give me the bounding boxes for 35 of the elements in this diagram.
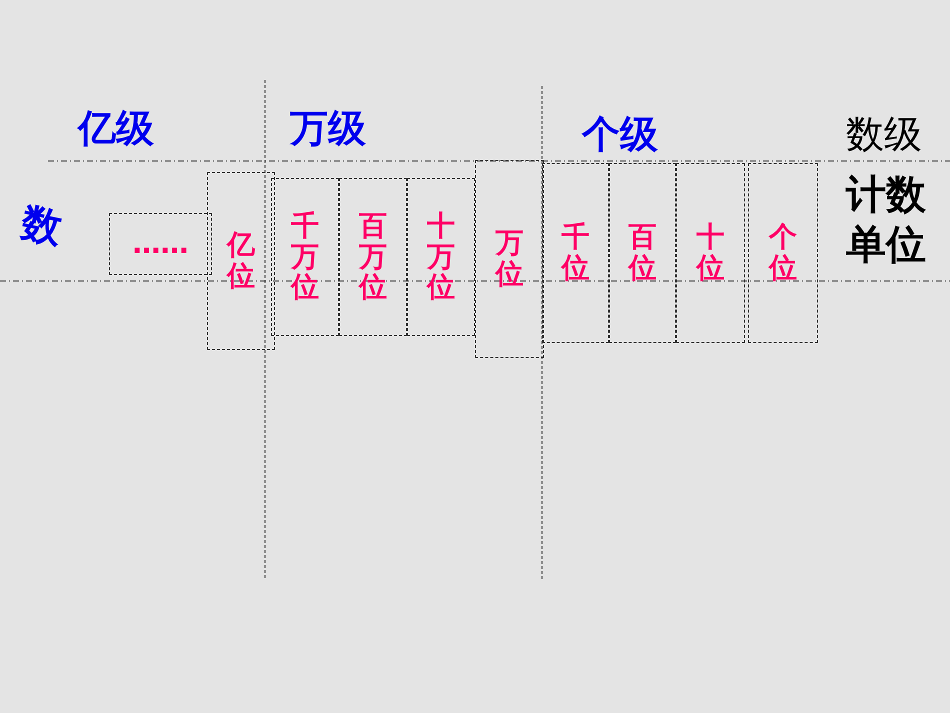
place-name: 十 [696, 222, 724, 253]
place-name: 亿 [227, 230, 255, 261]
place-value-cell [109, 213, 212, 275]
place-value-cell [207, 172, 275, 350]
place-name: 位 [227, 261, 255, 292]
place-name: 万 [496, 228, 524, 259]
place-value-cell [339, 178, 407, 336]
place-name: 位 [496, 259, 524, 290]
place-name: 十万 [427, 210, 455, 272]
place-value-cell [407, 178, 475, 336]
place-name: 千万 [291, 210, 319, 272]
place-name: 个 [769, 222, 797, 253]
place-name: 位 [562, 253, 590, 284]
place-name: 位 [628, 253, 656, 284]
place-value-cell [676, 163, 745, 343]
place-name: 位 [359, 272, 387, 304]
place-name: …… [132, 226, 188, 262]
place-value-cell [542, 163, 609, 343]
row-heading: 数 [16, 198, 68, 255]
place-name: 百万 [359, 210, 387, 272]
place-name: 位 [769, 253, 797, 284]
place-value-cell [748, 163, 818, 343]
place-value-cell [475, 160, 544, 358]
place-value-cell [271, 178, 339, 336]
place-name: 位 [291, 272, 319, 304]
row-heading: 计数单位 [846, 171, 927, 270]
place-name: 位 [427, 272, 455, 304]
place-name: 位 [696, 253, 724, 284]
place-value-cell [609, 163, 676, 343]
level-heading: 万级 [290, 105, 366, 152]
row-heading: 数级 [846, 111, 922, 158]
level-heading: 亿级 [78, 105, 154, 152]
level-heading: 个级 [582, 111, 658, 158]
place-name: 千 [562, 222, 590, 253]
place-name: 百 [628, 222, 656, 253]
